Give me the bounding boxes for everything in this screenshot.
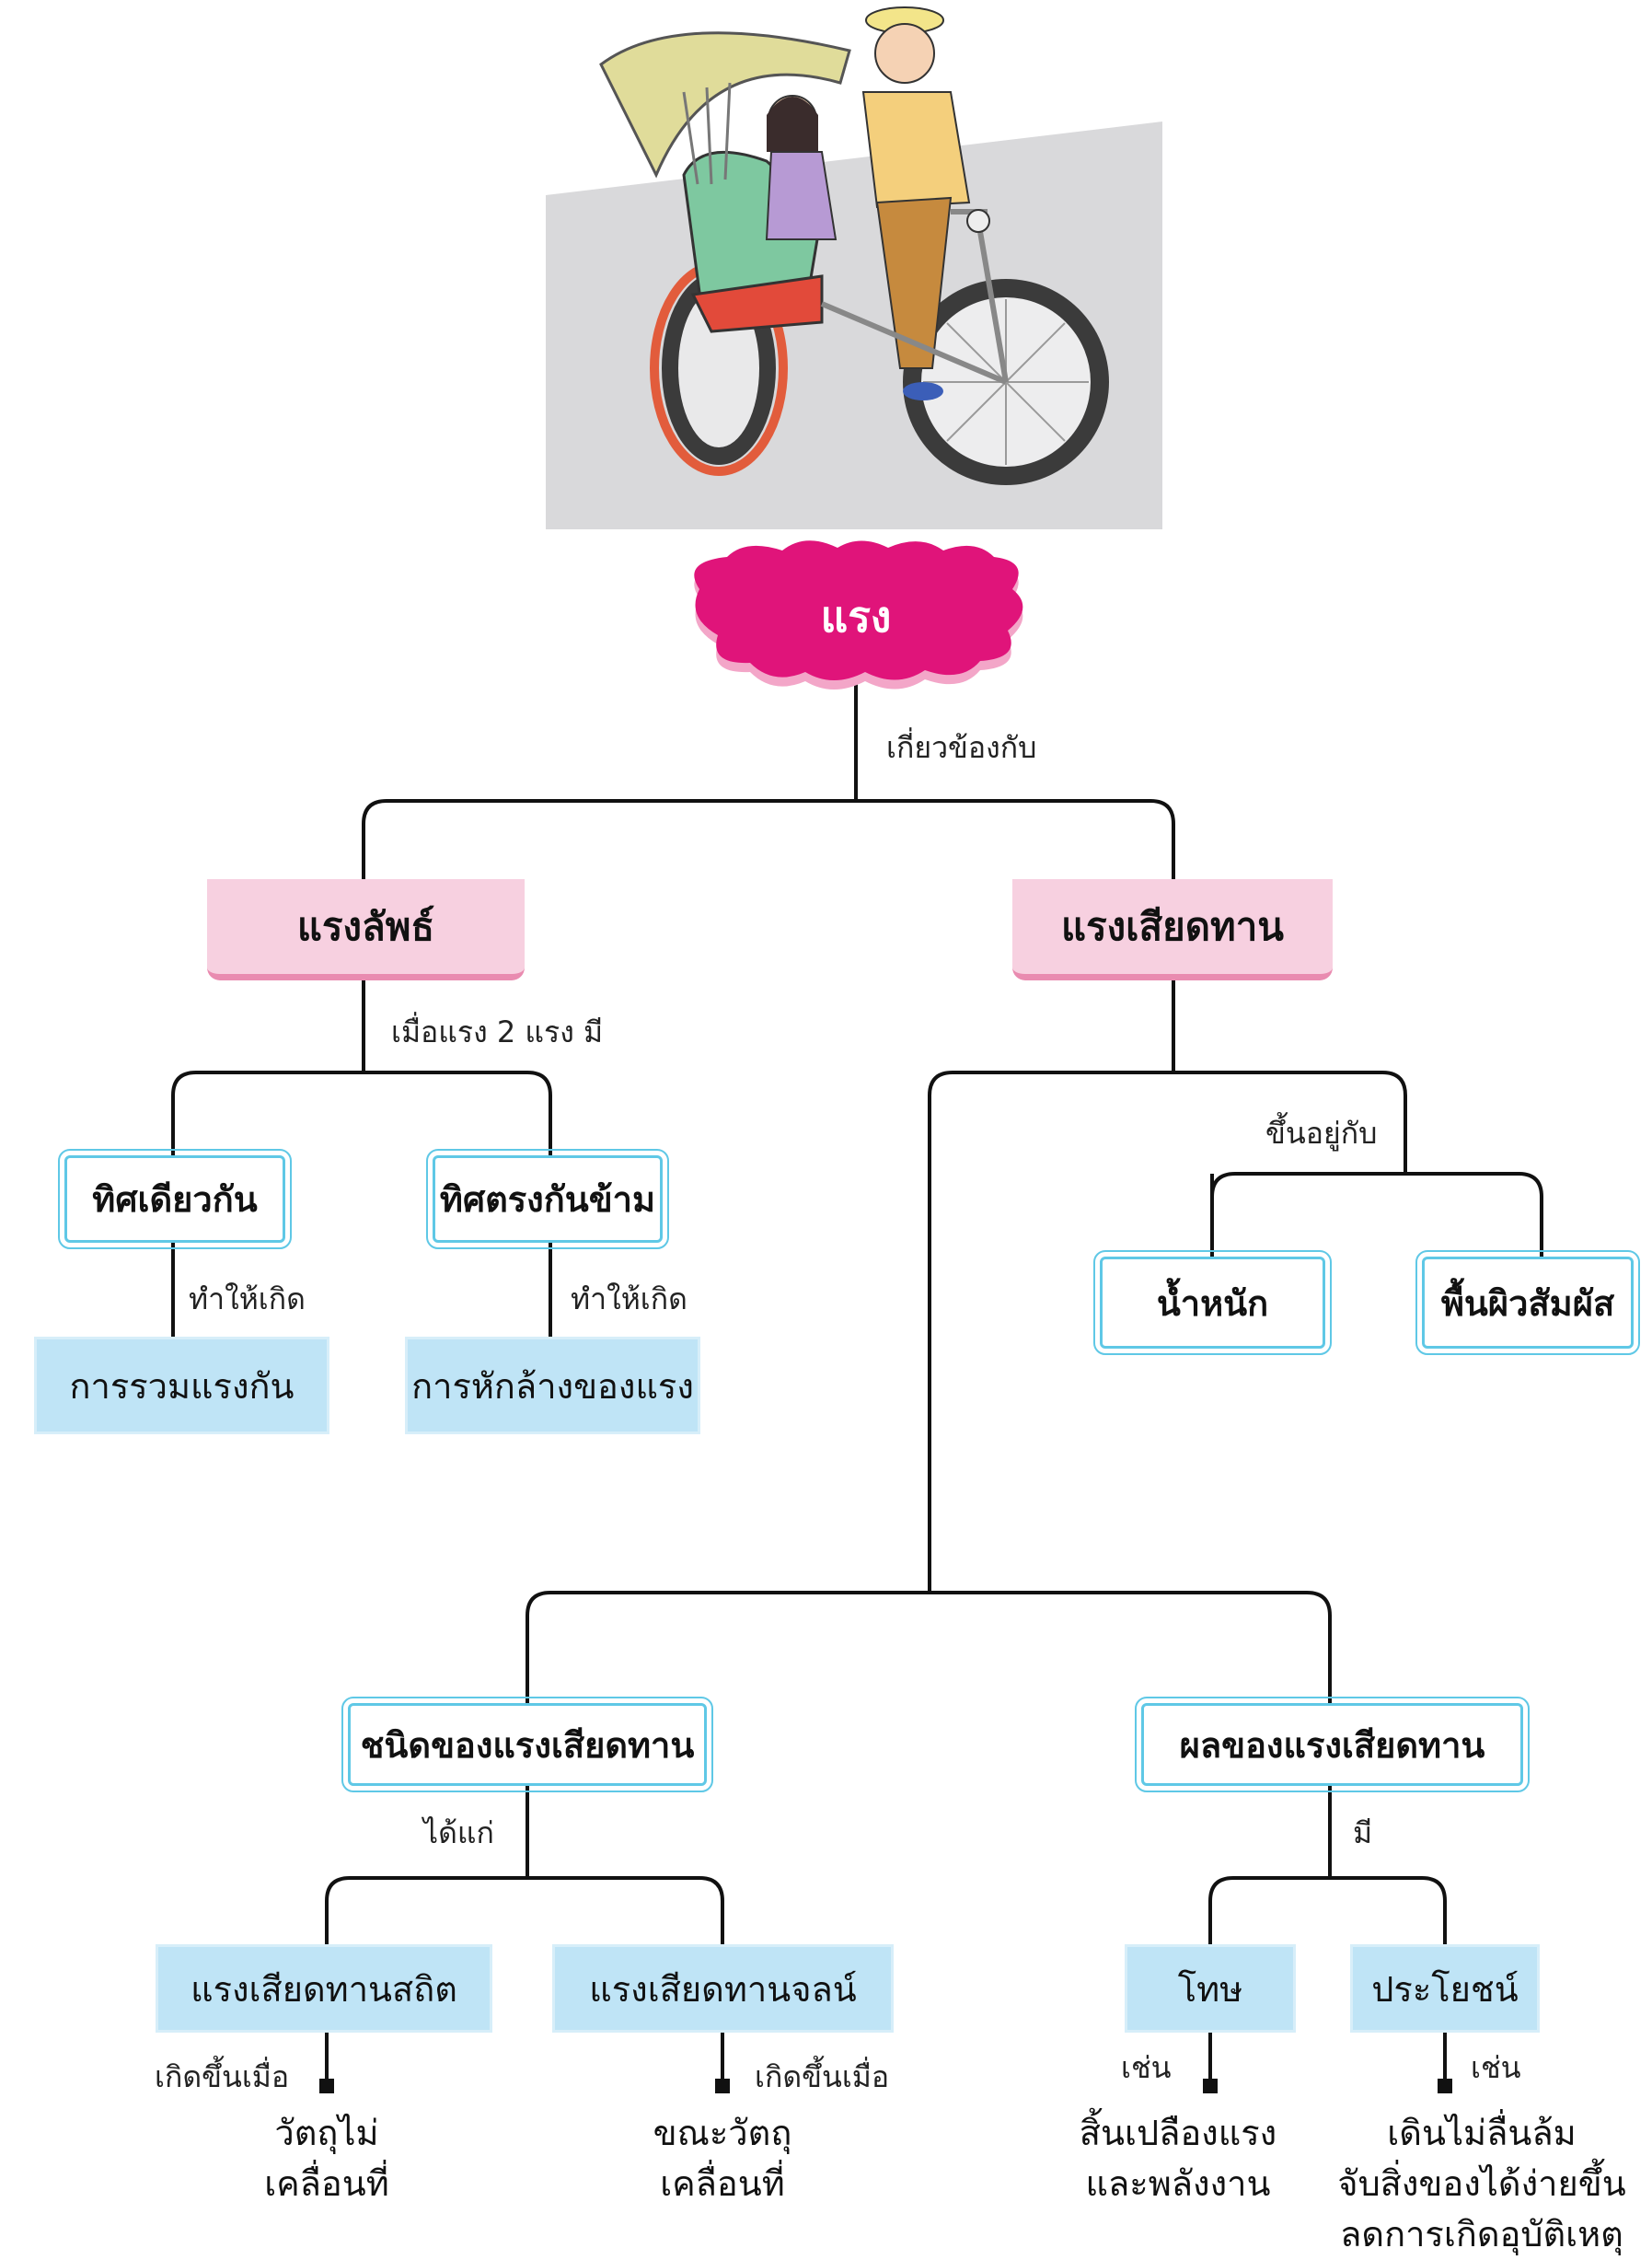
node-opposite-direction-label: ทิศตรงกันข้าม [439, 1179, 656, 1220]
node-kinetic-friction: แรงเสียดทานจลน์ [555, 1947, 891, 2030]
bullet-harm [1203, 2079, 1218, 2093]
label-related: เกี่ยวข้องกับ [886, 730, 1037, 765]
line-resultant-branch [171, 1071, 552, 1155]
example-static: วัตถุไม่ เคลื่อนที่ [235, 2108, 419, 2209]
line-types-branch [325, 1876, 724, 1947]
node-static-friction-label: แรงเสียดทานสถิต [191, 1968, 457, 2010]
bullet-kinetic [715, 2079, 730, 2093]
node-friction-label: แรงเสียดทาน [1061, 903, 1284, 949]
node-harm-label: โทษ [1177, 1968, 1243, 2010]
example-static-line-1: วัตถุไม่ [274, 2113, 379, 2153]
label-example-right: เช่น [1471, 2050, 1521, 2085]
label-types: ได้แก่ [423, 1815, 494, 1850]
line-root-branch [362, 799, 1175, 879]
node-combine-forces-label: การรวมแรงกัน [69, 1365, 295, 1407]
node-benefit-label: ประโยชน์ [1371, 1968, 1519, 2010]
root-node-force: แรง [718, 571, 994, 663]
rickshaw-illustration [546, 0, 1162, 529]
label-occurs-left: เกิดขึ้นเมื่อ [155, 2059, 290, 2094]
node-benefit: ประโยชน์ [1353, 1947, 1537, 2030]
label-cause-right: ทำให้เกิด [571, 1281, 687, 1316]
node-resultant-label: แรงลัพธ์ [296, 903, 435, 949]
node-weight-label: น้ำหนัก [1156, 1282, 1269, 1324]
label-occurs-right: เกิดขึ้นเมื่อ [755, 2059, 890, 2094]
node-friction-types-label: ชนิดของแรงเสียดทาน [360, 1724, 695, 1766]
bullet-benefit [1438, 2079, 1452, 2093]
label-has: มี [1353, 1815, 1373, 1850]
line-effects-branch [1208, 1876, 1447, 1947]
node-combine-forces: การรวมแรงกัน [37, 1339, 327, 1431]
node-contact-surface: พื้นผิวสัมผัส [1415, 1250, 1640, 1355]
node-same-direction-label: ทิศเดียวกัน [92, 1179, 258, 1220]
node-static-friction: แรงเสียดทานสถิต [158, 1947, 490, 2030]
example-harm: สิ้นเปลืองแรง และพลังงาน [1049, 2108, 1307, 2209]
root-label: แรง [820, 591, 892, 642]
node-opposite-direction: ทิศตรงกันข้าม [426, 1149, 669, 1249]
example-benefit-line-2: จับสิ่งของได้ง่ายขึ้น [1337, 2163, 1626, 2205]
label-cause-left: ทำให้เกิด [189, 1281, 306, 1316]
tricycle-rickshaw-illustration [546, 6, 1162, 529]
example-kinetic-line-2: เคลื่อนที่ [660, 2163, 785, 2205]
example-benefit: เดินไม่ลื่นล้ม จับสิ่งของได้ง่ายขึ้น ลดก… [1325, 2108, 1638, 2260]
label-when-two-forces: เมื่อแรง 2 แรง มี [391, 1014, 604, 1049]
example-kinetic-line-1: ขณะวัตถุ [653, 2113, 792, 2153]
example-benefit-line-1: เดินไม่ลื่นล้ม [1387, 2113, 1577, 2153]
node-harm: โทษ [1127, 1947, 1293, 2030]
line-friction-lower-branch [526, 1591, 1332, 1703]
node-friction-effects-label: ผลของแรงเสียดทาน [1179, 1724, 1485, 1766]
label-example-left: เช่น [1121, 2050, 1172, 2085]
bullet-static [319, 2079, 334, 2093]
node-cancel-forces: การหักล้างของแรง [408, 1339, 698, 1431]
example-benefit-line-3: ลดการเกิดอุบัติเหตุ [1340, 2214, 1623, 2255]
node-friction-types: ชนิดของแรงเสียดทาน [341, 1697, 713, 1792]
node-friction-effects: ผลของแรงเสียดทาน [1135, 1697, 1530, 1792]
example-kinetic: ขณะวัตถุ เคลื่อนที่ [630, 2108, 814, 2209]
node-friction: แรงเสียดทาน [1012, 879, 1333, 980]
node-same-direction: ทิศเดียวกัน [58, 1149, 292, 1249]
node-contact-surface-label: พื้นผิวสัมผัส [1440, 1282, 1615, 1324]
node-resultant-force: แรงลัพธ์ [207, 879, 525, 980]
node-cancel-forces-label: การหักล้างของแรง [411, 1365, 694, 1407]
line-friction-branch [928, 1071, 1407, 1593]
node-weight: น้ำหนัก [1093, 1250, 1332, 1355]
example-harm-line-1: สิ้นเปลืองแรง [1079, 2113, 1277, 2153]
example-harm-line-2: และพลังงาน [1085, 2163, 1271, 2205]
example-static-line-2: เคลื่อนที่ [264, 2163, 389, 2205]
line-depends-branch [1210, 1172, 1543, 1257]
node-kinetic-friction-label: แรงเสียดทานจลน์ [589, 1968, 857, 2010]
label-depends-on: ขึ้นอยู่กับ [1265, 1116, 1378, 1151]
